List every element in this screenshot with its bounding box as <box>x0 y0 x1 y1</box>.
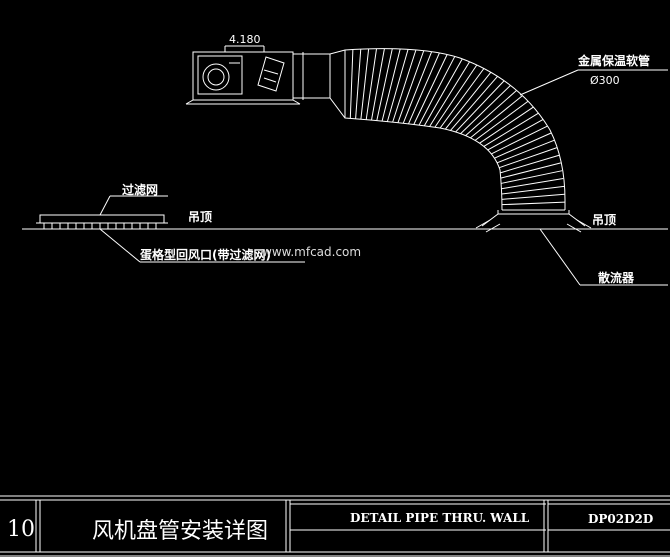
dimension-line: 4.180 <box>224 33 265 52</box>
return-grille: 过滤网 蛋格型回风口(带过滤网) <box>36 182 305 263</box>
ceiling-label-right: 吊顶 <box>592 213 616 227</box>
fan-coil-unit <box>185 51 304 105</box>
drawing-number: 10 <box>7 517 35 542</box>
return-grille-label: 蛋格型回风口(带过滤网) <box>140 247 271 262</box>
title-block: 10 风机盘管安装详图 DETAIL PIPE THRU. WALL DP02D… <box>0 495 670 557</box>
filter-label: 过滤网 <box>122 182 158 197</box>
duct-material-label: 金属保温软管 <box>577 53 650 68</box>
watermark: www.mfcad.com <box>262 245 361 259</box>
duct-diameter-label: Ø300 <box>590 74 620 87</box>
drawing-title-en: DETAIL PIPE THRU. WALL <box>350 511 530 525</box>
drawing-code: DP02D2D <box>588 512 653 526</box>
diffuser-label: 散流器 <box>598 270 635 285</box>
fan-dimension-text: 4.180 <box>229 33 261 46</box>
flex-duct <box>303 48 570 215</box>
drawing-title-cn: 风机盘管安装详图 <box>92 519 268 544</box>
ceiling-label-left: 吊顶 <box>188 210 212 224</box>
duct-label-group: 金属保温软管 Ø300 <box>519 53 668 96</box>
diffuser: 散流器 <box>475 213 668 286</box>
ceiling: 吊顶 吊顶 <box>22 210 668 230</box>
